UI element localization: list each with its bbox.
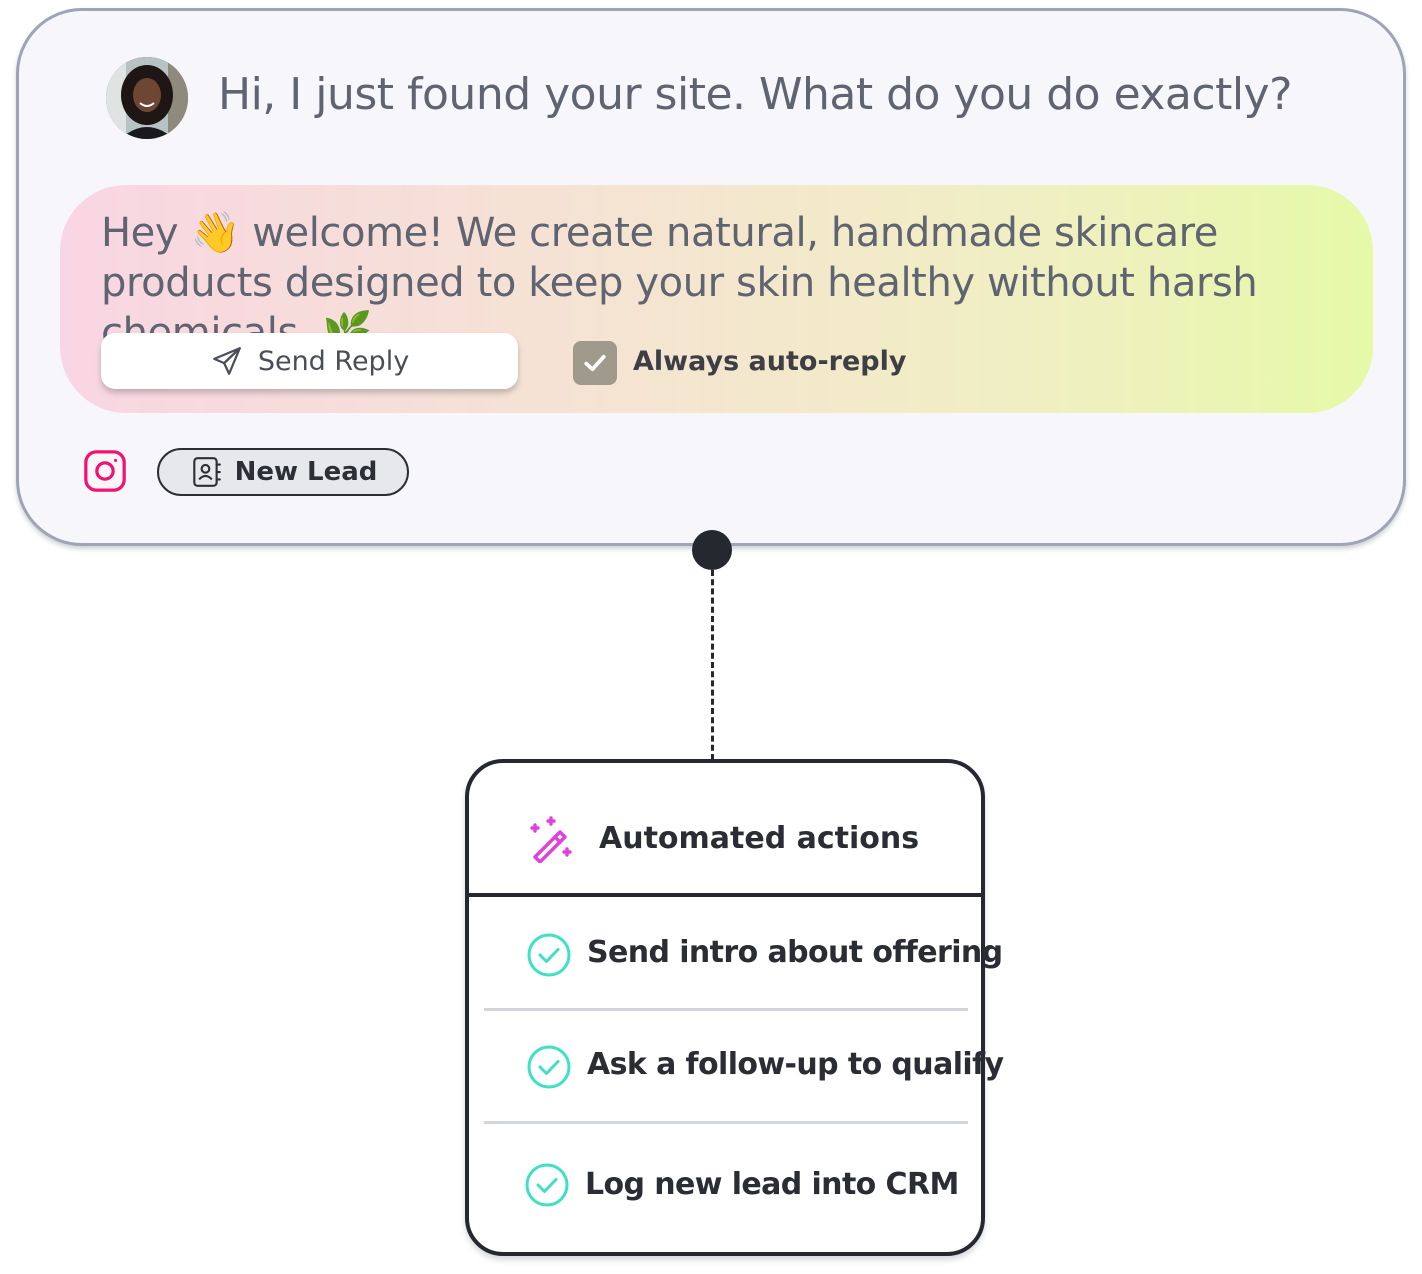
auto-reply-checkbox[interactable]: [573, 341, 617, 385]
connector-dot: [692, 530, 732, 570]
divider: [484, 1121, 968, 1124]
send-reply-label: Send Reply: [257, 345, 410, 377]
instagram-icon: [84, 450, 126, 492]
contact-card-icon: [192, 457, 221, 487]
actions-title: Automated actions: [599, 821, 920, 856]
action-item: Send intro about offering: [469, 903, 1003, 1003]
action-label: Send intro about offering: [587, 935, 1003, 970]
check-circle-icon: [527, 933, 571, 977]
send-reply-button[interactable]: Send Reply: [101, 333, 518, 389]
chat-card: Hi, I just found your site. What do you …: [16, 8, 1406, 546]
action-item: Log new lead into CRM: [469, 1135, 981, 1235]
action-item: Ask a follow-up to qualify: [469, 1015, 1004, 1115]
send-icon: [212, 347, 241, 375]
checkmark-icon: [584, 354, 606, 372]
actions-header: Automated actions: [469, 763, 981, 897]
check-circle-icon: [527, 1045, 571, 1089]
magic-wand-icon: [530, 816, 572, 863]
new-lead-label: New Lead: [234, 457, 378, 487]
action-label: Log new lead into CRM: [585, 1167, 959, 1202]
suggested-reply-bubble: Hey 👋 welcome! We create natural, handma…: [60, 185, 1373, 413]
new-lead-badge[interactable]: New Lead: [157, 448, 409, 496]
avatar: [106, 57, 188, 139]
action-label: Ask a follow-up to qualify: [587, 1047, 1004, 1082]
auto-reply-label: Always auto-reply: [633, 346, 907, 377]
user-message: Hi, I just found your site. What do you …: [218, 69, 1292, 120]
automated-actions-card: Automated actions Send intro about offer…: [465, 759, 1004, 1256]
divider: [484, 1008, 968, 1011]
check-circle-icon: [525, 1163, 569, 1207]
connector-line: [711, 570, 714, 760]
